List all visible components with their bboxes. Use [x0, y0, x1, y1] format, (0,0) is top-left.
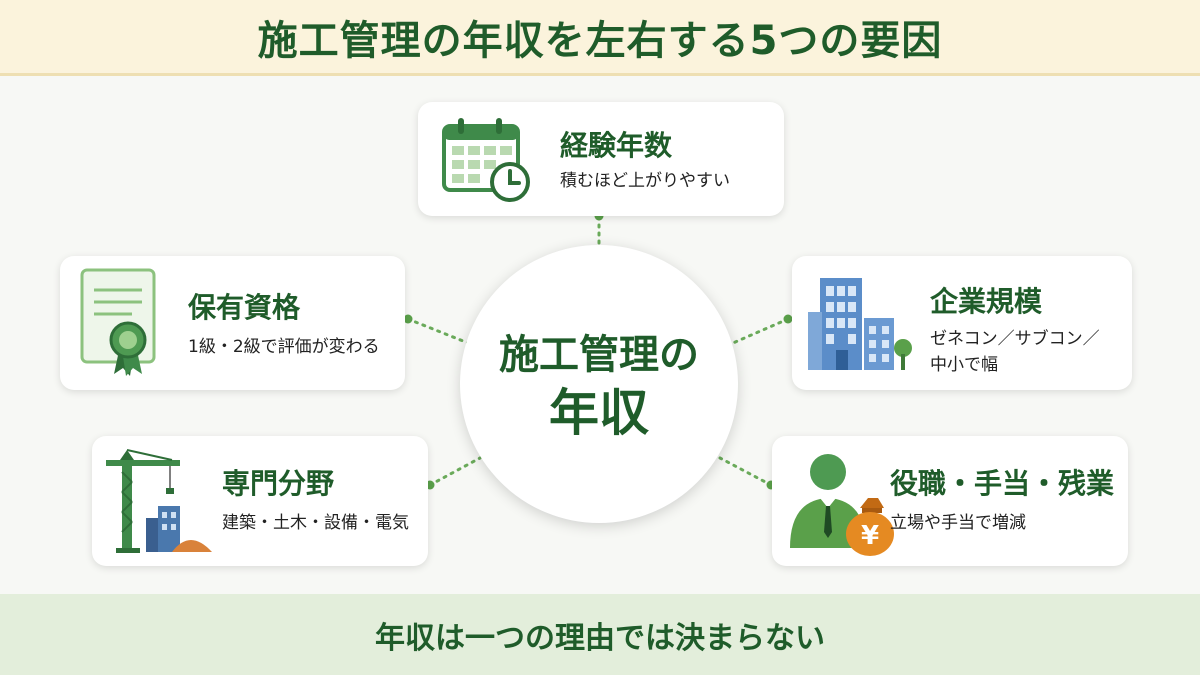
- factor-description: 立場や手当で増減: [890, 513, 1026, 533]
- factor-card-qualification: 保有資格 1級・2級で評価が変わる: [60, 256, 405, 390]
- factor-title: 経験年数: [560, 129, 673, 162]
- businessman-yen-bag-icon: ¥: [790, 454, 894, 556]
- factor-description-line1: ゼネコン／サブコン／: [930, 329, 1100, 349]
- connector-position: [718, 456, 773, 487]
- certificate-icon: [80, 268, 156, 376]
- factor-description: 建築・土木・設備・電気: [222, 513, 409, 533]
- factor-title: 専門分野: [222, 467, 335, 500]
- connector-qualification: [406, 317, 470, 345]
- hub-text-line2: 年収: [549, 384, 649, 442]
- conclusion-text: 年収は一つの理由では決まらない: [375, 620, 825, 656]
- hub-text-line1: 施工管理の: [499, 332, 699, 378]
- factor-card-company: 企業規模 ゼネコン／サブコン／ 中小で幅: [792, 256, 1132, 390]
- office-building-icon: [808, 278, 912, 370]
- factor-description: 積むほど上がりやすい: [560, 171, 730, 191]
- factor-title: 企業規模: [930, 285, 1043, 318]
- factor-card-experience: 経験年数 積むほど上がりやすい: [418, 102, 784, 216]
- construction-crane-icon: [106, 449, 212, 553]
- factor-description: 1級・2級で評価が変わる: [188, 337, 380, 357]
- yen-symbol: ¥: [861, 521, 879, 551]
- factor-title: 保有資格: [188, 291, 301, 324]
- connector-specialty: [428, 456, 482, 487]
- factor-card-position: ¥ 役職・手当・残業 立場や手当で増減: [772, 436, 1128, 566]
- factor-title: 役職・手当・残業: [890, 467, 1115, 500]
- page-title: 施工管理の年収を左右する5つの要因: [257, 17, 943, 64]
- factor-card-specialty: 専門分野 建築・土木・設備・電気: [92, 436, 428, 566]
- calendar-clock-icon: [442, 118, 530, 202]
- central-hub: 施工管理の 年収: [460, 245, 738, 523]
- connector-company: [731, 317, 790, 345]
- connector-dot-qualification: [403, 314, 413, 324]
- title-banner: 施工管理の年収を左右する5つの要因: [0, 0, 1200, 76]
- conclusion-banner: 年収は一つの理由では決まらない: [0, 594, 1200, 675]
- connector-dot-company: [783, 314, 793, 324]
- factor-description-line2: 中小で幅: [930, 355, 998, 375]
